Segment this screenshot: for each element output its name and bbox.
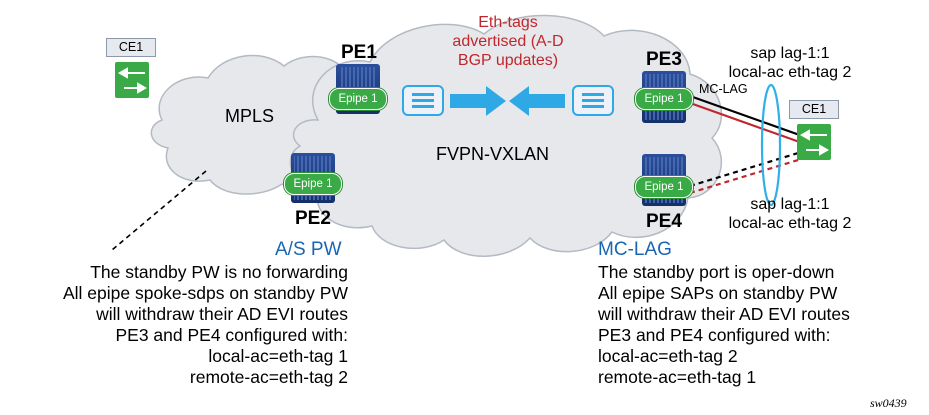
bgp-update-icon-right <box>572 85 614 116</box>
left-panel-line-1: The standby PW is no forwarding <box>90 262 348 282</box>
right-panel-line-5: local-ac=eth-tag 2 <box>598 346 738 366</box>
right-panel-heading: MC-LAG <box>598 239 672 260</box>
pe1-label: PE1 <box>341 42 377 63</box>
right-panel-line-3: will withdraw their AD EVI routes <box>598 304 850 324</box>
lag-ellipse <box>760 83 782 207</box>
right-panel-line-1: The standby port is oper-down <box>598 262 835 282</box>
left-panel-line-4: PE3 and PE4 configured with: <box>115 325 348 345</box>
ce1-left-switch <box>115 62 149 98</box>
sap-bottom-line-1: sap lag-1:1 <box>750 196 830 213</box>
left-panel-line-6: remote-ac=eth-tag 2 <box>189 367 348 387</box>
right-panel-text: The standby port is oper-down All epipe … <box>598 262 923 388</box>
figure-id: sw0439 <box>870 396 907 410</box>
ce1-left-label: CE1 <box>106 38 156 57</box>
right-panel-line-6: remote-ac=eth-tag 1 <box>598 367 757 387</box>
eth-tags-note-line-1: Eth-tags <box>478 14 538 31</box>
bgp-update-icon-left <box>402 85 444 116</box>
right-panel-line-2: All epipe SAPs on standby PW <box>598 283 838 303</box>
left-panel-line-5: local-ac=eth-tag 1 <box>208 346 348 366</box>
eth-tags-note-line-3: BGP updates) <box>457 52 559 69</box>
mc-lag-links <box>689 94 809 195</box>
left-panel-heading: A/S PW <box>275 239 342 260</box>
sap-label-bottom: sap lag-1:1 local-ac eth-tag 2 <box>715 195 865 233</box>
sap-top-line-1: sap lag-1:1 <box>750 45 830 62</box>
left-panel-line-3: will withdraw their AD EVI routes <box>96 304 348 324</box>
evpn-vxlan-label: FVPN-VXLAN <box>436 144 550 164</box>
evpn-vxlan-cloud <box>289 14 723 257</box>
sap-label-top: sap lag-1:1 local-ac eth-tag 2 <box>715 44 865 82</box>
sap-top-line-2: local-ac eth-tag 2 <box>728 64 852 81</box>
eth-tags-note-line-2: advertised (A-D <box>452 33 564 50</box>
sap-bottom-line-2: local-ac eth-tag 2 <box>728 215 852 232</box>
arrow-left-icon <box>509 86 565 116</box>
eth-tags-note: Eth-tags advertised (A-D BGP updates) <box>440 13 576 70</box>
ce1-right-switch <box>797 124 831 160</box>
pe2-label: PE2 <box>295 208 331 229</box>
ce1-right-label: CE1 <box>789 100 839 119</box>
arrow-right-icon <box>450 86 506 116</box>
pe1-epipe-badge: Epipe 1 <box>329 88 387 110</box>
right-panel-line-4: PE3 and PE4 configured with: <box>598 325 831 345</box>
leader-line <box>111 170 207 251</box>
pe3-label: PE3 <box>646 49 682 70</box>
pe2-epipe-badge: Epipe 1 <box>284 173 342 195</box>
pe3-epipe-badge: Epipe 1 <box>635 88 693 110</box>
left-panel-text: The standby PW is no forwarding All epip… <box>20 262 348 388</box>
mc-lag-link-label: MC-LAG <box>699 82 748 96</box>
pe4-epipe-badge: Epipe 1 <box>635 176 693 198</box>
left-panel-line-2: All epipe spoke-sdps on standby PW <box>62 283 348 303</box>
pe4-label: PE4 <box>646 211 682 232</box>
mpls-label: MPLS <box>225 106 275 126</box>
